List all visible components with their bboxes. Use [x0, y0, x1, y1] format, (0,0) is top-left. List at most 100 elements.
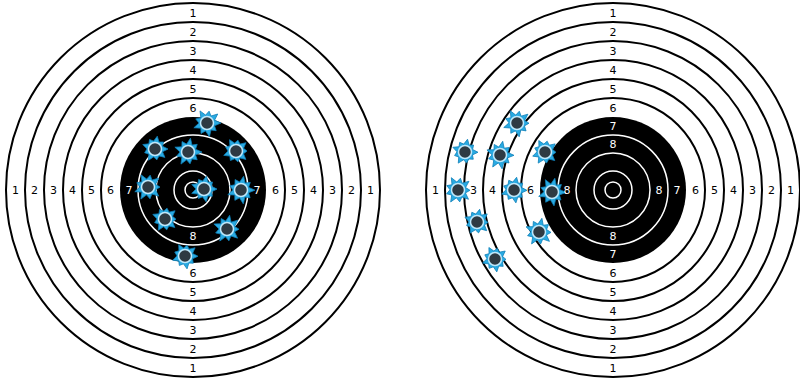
ring-number: 1: [787, 185, 794, 196]
ring-number: 5: [711, 185, 718, 196]
ring-number: 6: [190, 267, 197, 278]
hole-center: [149, 143, 162, 156]
score-ring: [101, 98, 285, 282]
ring-number: 1: [12, 185, 19, 196]
shot-hole: [453, 139, 478, 163]
ring-number: 4: [610, 64, 617, 75]
score-ring: [44, 41, 342, 339]
score-ring: [82, 79, 304, 301]
shot-hole: [502, 177, 527, 203]
ring-number: 2: [31, 185, 38, 196]
shot-hole: [465, 209, 488, 233]
ring-number: 4: [489, 185, 496, 196]
ring-number: 3: [190, 45, 197, 56]
torn-paper: [192, 176, 217, 202]
ring-number: 6: [272, 185, 279, 196]
ring-number: 8: [656, 185, 663, 196]
hole-center: [452, 184, 465, 197]
hole-center: [179, 250, 192, 263]
inner-ring: [558, 135, 668, 245]
ring-number: 2: [610, 26, 617, 37]
shot-hole: [228, 176, 255, 204]
bullseye-disc: [120, 117, 266, 263]
ring-number: 4: [190, 305, 197, 316]
ring-number: 2: [190, 26, 197, 37]
torn-paper: [539, 178, 566, 206]
torn-paper: [194, 111, 221, 137]
ring-number: 7: [610, 249, 617, 260]
ring-number: 6: [692, 185, 699, 196]
ring-number: 3: [50, 185, 57, 196]
ring-number: 4: [310, 185, 317, 196]
score-ring: [63, 60, 323, 320]
torn-paper: [502, 177, 527, 203]
ring-number: 4: [610, 305, 617, 316]
ring-number: 2: [190, 343, 197, 354]
torn-paper: [447, 178, 470, 202]
hole-center: [494, 149, 507, 162]
ring-number: 4: [69, 185, 76, 196]
ring-number: 3: [610, 45, 617, 56]
ring-number: 1: [610, 7, 617, 18]
shot-hole: [533, 141, 556, 164]
shot-hole: [173, 245, 198, 269]
inner-ring: [138, 135, 248, 245]
hole-center: [221, 223, 234, 236]
torn-paper: [533, 141, 556, 164]
inner-ring: [594, 171, 632, 209]
inner-ring: [605, 182, 621, 198]
ring-number: 1: [190, 362, 197, 373]
score-ring: [6, 3, 380, 377]
torn-paper: [224, 140, 247, 162]
hole-center: [471, 216, 484, 229]
score-ring: [25, 22, 361, 358]
ring-number: 3: [610, 324, 617, 335]
ring-number: 5: [610, 83, 617, 94]
hole-center: [459, 146, 472, 159]
torn-paper: [526, 218, 551, 244]
ring-number: 7: [254, 185, 261, 196]
ring-number: 8: [190, 231, 197, 242]
ring-number: 8: [564, 185, 571, 196]
hole-center: [198, 183, 211, 196]
score-ring: [464, 41, 762, 339]
ring-number: 1: [190, 7, 197, 18]
hole-center: [159, 213, 172, 226]
ring-number: 5: [190, 83, 197, 94]
shot-hole: [153, 208, 176, 230]
ring-number: 7: [610, 121, 617, 132]
ring-number: 3: [329, 185, 336, 196]
ring-number: 5: [190, 286, 197, 297]
shot-hole: [175, 138, 202, 164]
shot-hole: [194, 111, 221, 137]
score-ring: [502, 79, 724, 301]
hole-center: [201, 117, 214, 130]
ring-number: 7: [674, 185, 681, 196]
torn-paper: [175, 138, 202, 164]
torn-paper: [483, 248, 506, 272]
ring-number: 2: [768, 185, 775, 196]
ring-number: 5: [88, 185, 95, 196]
ring-number: 6: [527, 185, 534, 196]
ring-number: 3: [749, 185, 756, 196]
shot-hole: [539, 178, 566, 206]
ring-number: 6: [610, 102, 617, 113]
ring-number: 3: [190, 324, 197, 335]
target: [6, 3, 380, 377]
ring-number: 2: [348, 185, 355, 196]
ring-number: 1: [367, 185, 374, 196]
ring-number: 6: [190, 102, 197, 113]
shot-hole: [504, 111, 529, 137]
torn-paper: [143, 136, 168, 160]
shot-hole: [135, 175, 160, 199]
hole-center: [182, 146, 195, 159]
ring-number: 4: [190, 64, 197, 75]
shot-hole: [487, 141, 514, 169]
hole-center: [142, 181, 155, 194]
torn-paper: [487, 141, 514, 169]
score-ring: [521, 98, 705, 282]
ring-number: 1: [610, 362, 617, 373]
shot-hole: [526, 218, 551, 244]
hole-center: [511, 117, 524, 130]
